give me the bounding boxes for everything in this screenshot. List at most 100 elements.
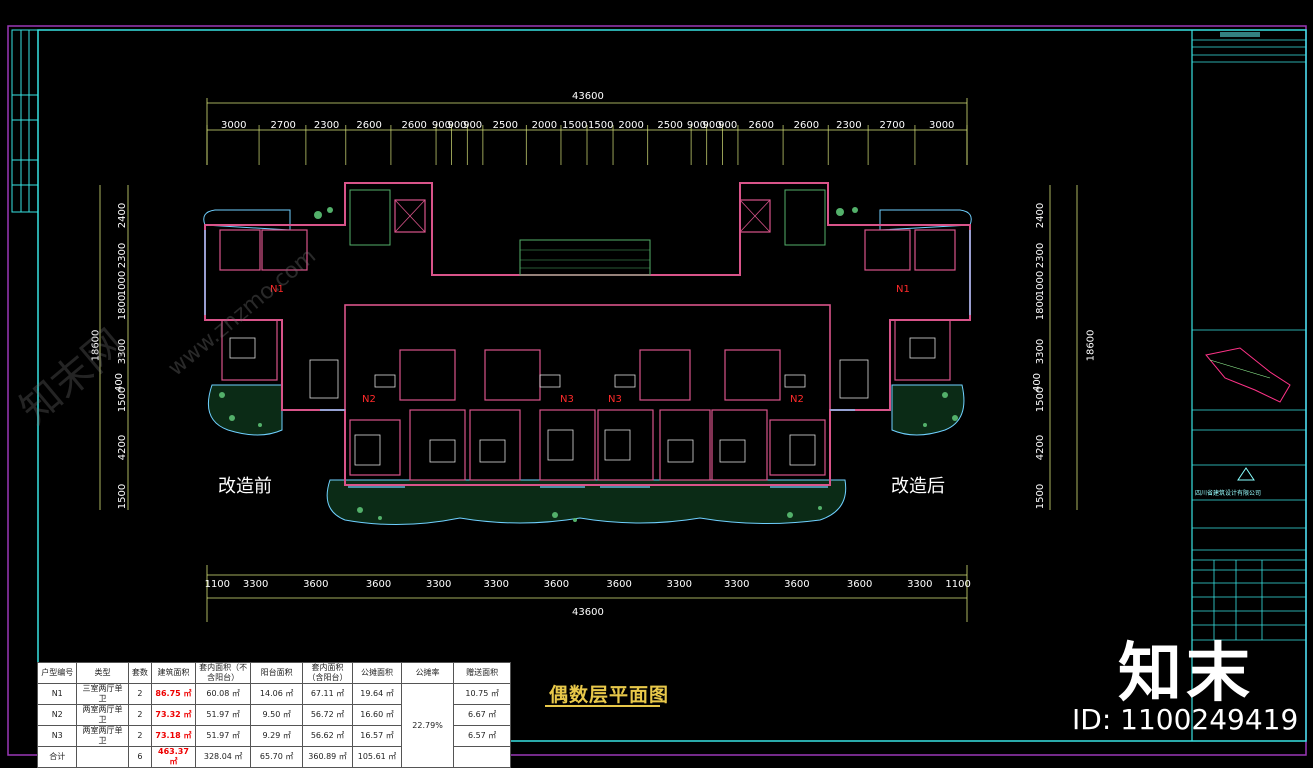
dim-label: 3000 bbox=[928, 120, 955, 131]
dim-label: 1500 bbox=[1035, 483, 1047, 510]
watermark-id: ID: 1100249419 bbox=[1072, 703, 1299, 736]
cell-area: 463.37 ㎡ bbox=[151, 746, 196, 768]
table-row: N1 三室两厅单卫 2 86.75 ㎡ 60.08 ㎡ 14.06 ㎡ 67.1… bbox=[36, 683, 511, 768]
dim-label: 1500 bbox=[117, 483, 129, 510]
dim-label: 1000 bbox=[117, 270, 129, 297]
header-cell: 类型 bbox=[76, 662, 129, 684]
left-title-strip bbox=[11, 29, 39, 213]
dim-label: 3600 bbox=[606, 579, 632, 590]
site-thumbnail bbox=[1205, 347, 1291, 403]
cell-inner: 51.97 ㎡ bbox=[194, 725, 252, 747]
cell-balcony: 14.06 ㎡ bbox=[250, 683, 303, 705]
label-after: 改造后 bbox=[891, 476, 945, 497]
outer-border bbox=[7, 25, 1307, 756]
dim-label: 1500 bbox=[117, 386, 129, 412]
cell-shared: 16.60 ㎡ bbox=[352, 704, 402, 726]
building-plan bbox=[203, 182, 972, 526]
title-block bbox=[1192, 39, 1306, 641]
dim-label: 1800 bbox=[1035, 294, 1047, 321]
dim-label: 3300 bbox=[425, 579, 452, 590]
cell-inner-bal: 360.89 ㎡ bbox=[301, 746, 354, 768]
unit-tag: N3 bbox=[608, 394, 622, 405]
cell-gift bbox=[453, 746, 511, 768]
cell-count: 2 bbox=[127, 683, 153, 705]
dim-label: 900 bbox=[686, 120, 706, 131]
dim-label: 2300 bbox=[1035, 242, 1047, 268]
cell-id: N3 bbox=[36, 725, 78, 747]
company-name: 四川省建筑设计有限公司 bbox=[1195, 490, 1262, 497]
dim-label: 4200 bbox=[1035, 435, 1047, 461]
dim-label: 2300 bbox=[313, 120, 340, 131]
dim-label: 900 bbox=[702, 120, 722, 131]
dim-label: 3300 bbox=[724, 579, 750, 590]
cell-count: 6 bbox=[127, 746, 153, 768]
company-logo-icon bbox=[1237, 467, 1255, 481]
cell-inner: 60.08 ㎡ bbox=[194, 683, 252, 705]
cell-ratio: 22.79% bbox=[400, 683, 455, 768]
cell-inner-bal: 56.72 ㎡ bbox=[301, 704, 354, 726]
dimension-lines bbox=[99, 98, 1078, 622]
dim-label: 1800 bbox=[117, 294, 129, 321]
cell-inner: 328.04 ㎡ bbox=[194, 746, 252, 768]
table-row: N2 两室两厅单卫 2 73.32 ㎡ 51.97 ㎡ 9.50 ㎡ 56.72… bbox=[36, 704, 511, 726]
dim-label: 3300 bbox=[483, 579, 509, 590]
drawing-title: 偶数层平面图 bbox=[549, 684, 670, 706]
cell-id: N2 bbox=[36, 704, 78, 726]
header-cell: 建筑面积 bbox=[151, 662, 196, 684]
cell-type: 两室两厅单卫 bbox=[76, 704, 129, 726]
dim-label: 2000 bbox=[618, 120, 644, 131]
unit-tag: N1 bbox=[270, 284, 284, 295]
table-header-row: 户型编号 类型 套数 建筑面积 套内面积（不含阳台） 阳台面积 套内面积（含阳台… bbox=[36, 662, 511, 684]
overall-width-top: 43600 bbox=[572, 91, 604, 102]
dim-label: 1500 bbox=[561, 120, 588, 131]
cell-inner-bal: 67.11 ㎡ bbox=[301, 683, 354, 705]
cell-area: 73.18 ㎡ bbox=[151, 725, 196, 747]
cell-gift: 6.67 ㎡ bbox=[453, 704, 511, 726]
dim-label: 3600 bbox=[365, 579, 392, 590]
top-dim-ticks bbox=[206, 125, 968, 165]
cell-inner: 51.97 ㎡ bbox=[194, 704, 252, 726]
label-before: 改造前 bbox=[218, 476, 272, 497]
cell-id: 合计 bbox=[36, 746, 78, 768]
dim-label: 2600 bbox=[356, 120, 382, 131]
right-total-dim: 18600 bbox=[1085, 329, 1097, 362]
dim-label: 3300 bbox=[242, 579, 269, 590]
dim-label: 2500 bbox=[657, 120, 683, 131]
dim-label: 2300 bbox=[836, 120, 862, 131]
dim-label: 900 bbox=[431, 120, 451, 131]
cell-id: N1 bbox=[36, 683, 78, 705]
dim-label: 1100 bbox=[204, 579, 231, 590]
dim-label: 900 bbox=[447, 120, 467, 131]
title-underline bbox=[545, 705, 660, 707]
dim-label: 2500 bbox=[492, 120, 519, 131]
dim-label: 2400 bbox=[1035, 202, 1047, 228]
header-cell: 阳台面积 bbox=[250, 662, 303, 684]
dim-label: 2700 bbox=[270, 120, 296, 131]
header-cell: 赠送面积 bbox=[453, 662, 511, 684]
cell-type bbox=[76, 746, 129, 768]
unit-tag: N3 bbox=[560, 394, 574, 405]
dim-label: 4200 bbox=[117, 435, 129, 461]
cell-balcony: 9.29 ㎡ bbox=[250, 725, 303, 747]
cell-type: 三室两厅单卫 bbox=[76, 683, 129, 705]
dim-label: 1500 bbox=[588, 120, 614, 131]
dim-label: 1000 bbox=[1035, 270, 1047, 297]
dim-label: 3600 bbox=[784, 579, 810, 590]
area-table: 户型编号 类型 套数 建筑面积 套内面积（不含阳台） 阳台面积 套内面积（含阳台… bbox=[36, 662, 511, 768]
header-cell: 公摊率 bbox=[400, 662, 455, 684]
table-row: N3 两室两厅单卫 2 73.18 ㎡ 51.97 ㎡ 9.29 ㎡ 56.62… bbox=[36, 725, 511, 747]
header-cell: 套内面积（不含阳台） bbox=[194, 662, 252, 684]
cell-count: 2 bbox=[127, 725, 153, 747]
dim-label: 3600 bbox=[543, 579, 570, 590]
dim-label: 2600 bbox=[401, 120, 427, 131]
dim-label: 1500 bbox=[1035, 386, 1047, 412]
unit-tag: N2 bbox=[362, 394, 376, 405]
cell-area: 86.75 ㎡ bbox=[151, 683, 196, 705]
dim-label: 3600 bbox=[846, 579, 873, 590]
dim-label: 2600 bbox=[793, 120, 820, 131]
cell-gift: 10.75 ㎡ bbox=[453, 683, 511, 705]
cell-shared: 19.64 ㎡ bbox=[352, 683, 402, 705]
header-cell: 套内面积（含阳台） bbox=[301, 662, 354, 684]
